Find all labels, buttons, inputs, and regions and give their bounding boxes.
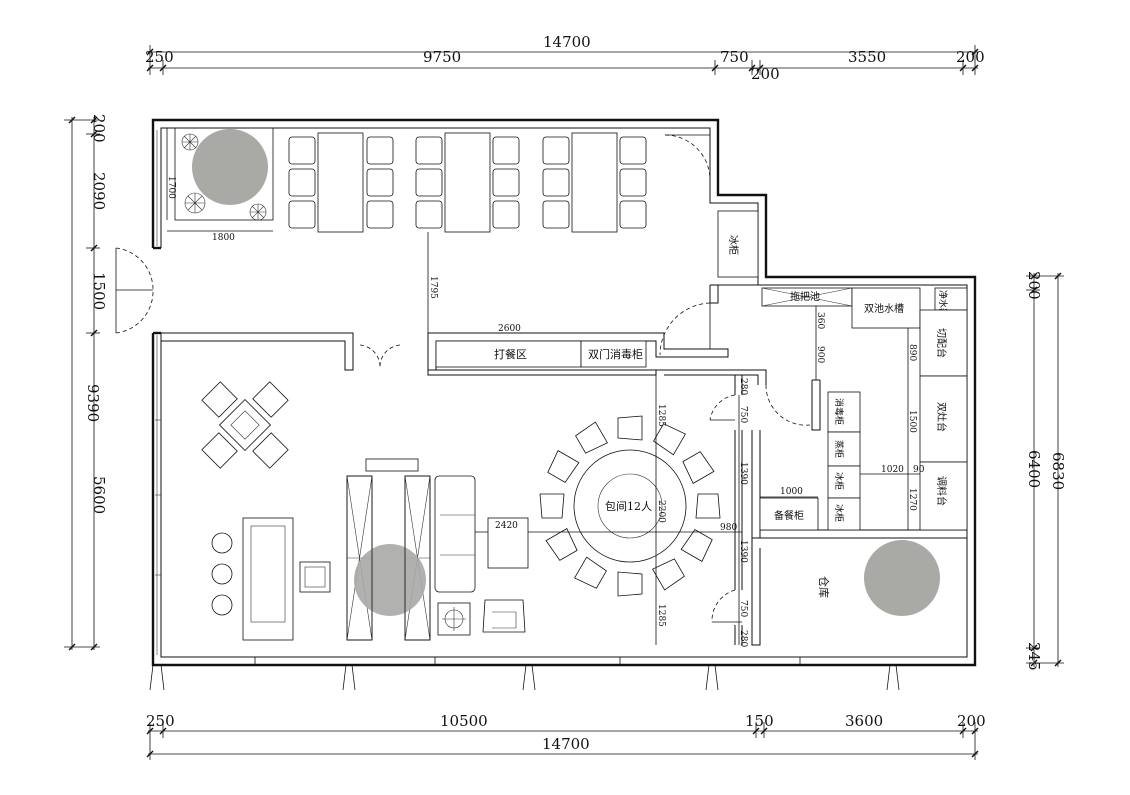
dining-door-swing [664,134,711,181]
fridge-a-label: 冰柜 [833,472,845,490]
dim-750a: 750 [738,406,748,423]
prep-table-label: 切配台 [935,328,948,358]
dim-1000: 1000 [780,487,803,497]
entrance-door [115,247,154,334]
right-seg-245: 245 [1025,642,1043,671]
dim-1285b: 1285 [656,604,666,627]
left-seg-5600: 5600 [90,476,108,514]
dim-1020: 1020 [881,465,904,475]
dim-360: 360 [815,312,825,329]
bottom-dimensions: 250 10500 150 3600 200 14700 [146,712,986,760]
steamer-label: 蒸柜 [833,440,845,458]
kitchen-door-swing [659,302,711,356]
display-shelves [346,458,431,641]
dining-table-2 [415,132,520,233]
top-extra-200: 200 [751,65,780,83]
serving-counter: 打餐区 双门消毒柜 2600 [435,324,647,368]
bottom-total-dim: 14700 [542,735,590,753]
left-seg-2090: 2090 [90,172,108,210]
left-total-dim: 9390 [84,384,102,422]
bottom-seg-10500: 10500 [440,712,488,730]
dim-1500: 1500 [907,410,917,433]
top-fridge: 冰柜 [717,210,759,278]
dim-90: 90 [913,465,925,475]
bottom-seg-3600: 3600 [845,712,883,730]
aisle-dim: 1795 [428,276,438,299]
double-sink-label: 双池水槽 [864,302,904,315]
planter-height-dim: 1700 [166,176,176,199]
lounge-area [201,381,331,641]
dim-1390a: 1390 [738,462,748,485]
planter-width-dim: 1800 [212,233,235,243]
dim-890: 890 [907,344,917,361]
sofa-set: 2420 [434,475,529,636]
private-room-label: 包间12人 [605,500,652,513]
top-fridge-label: 冰柜 [727,235,740,255]
hall-door-swing [359,344,401,369]
dim-2200: 2200 [656,500,666,523]
stove-label: 双灶台 [935,402,948,432]
bottom-seg-150: 150 [745,712,774,730]
dim-2420: 2420 [495,521,518,531]
dim-980: 980 [720,523,737,533]
top-total-dim: 14700 [543,33,591,51]
top-seg-250: 250 [145,48,174,66]
double-sterilizer-label: 双门消毒柜 [588,347,643,361]
top-seg-9750: 9750 [423,48,461,66]
corridor-door-swing [765,384,811,426]
right-total-dim: 6830 [1049,452,1067,490]
dim-280a: 280 [738,378,748,395]
ground-markers [149,657,900,691]
private-room-chairs [539,415,721,597]
sterilizer-label: 消毒柜 [833,398,845,425]
top-dimensions: 14700 250 9750 750 3550 200 200 [145,33,985,83]
planter-box [174,127,274,221]
top-seg-200: 200 [956,48,985,66]
dim-1270: 1270 [907,488,917,511]
bottom-seg-250: 250 [146,712,175,730]
storage-room: 仓库 [817,540,940,616]
planter-dims [166,128,273,232]
bottom-seg-200: 200 [957,712,986,730]
dim-900: 900 [815,346,825,363]
storage-label: 仓库 [817,576,831,598]
dining-table-3 [542,132,647,233]
dim-750b: 750 [738,600,748,617]
dim-1285a: 1285 [656,404,666,427]
right-dimensions: 200 6400 245 6830 [1025,271,1067,671]
private-room-door-swing [709,394,736,421]
serving-area-label: 打餐区 [494,347,527,361]
mop-sink-label: 拖把池 [790,290,820,303]
right-inner-dim: 6400 [1025,450,1043,488]
private-room: 包间12人 [442,375,748,647]
seasoning-label: 调料台 [935,476,948,506]
right-seg-200: 200 [1025,271,1043,300]
storage-door-swing [711,589,736,623]
doors [115,134,811,623]
dim-280b: 280 [738,630,748,647]
top-seg-750: 750 [720,48,749,66]
dining-table-1 [288,132,394,233]
serving-width-dim: 2600 [498,324,521,334]
pantry-cabinet-label: 备餐柜 [774,509,804,522]
left-seg-1500: 1500 [90,272,108,310]
left-seg-200: 200 [90,114,108,143]
left-dimensions: 9390 200 2090 1500 5600 [64,114,108,651]
dim-1390b: 1390 [738,540,748,563]
fridge-b-label: 冰柜 [833,504,845,522]
kitchen: 拖把池 双池水槽 净水器 切配台 双灶台 调料台 消毒柜 蒸柜 冰柜 冰柜 备餐… [759,287,968,531]
top-seg-3550: 3550 [848,48,886,66]
